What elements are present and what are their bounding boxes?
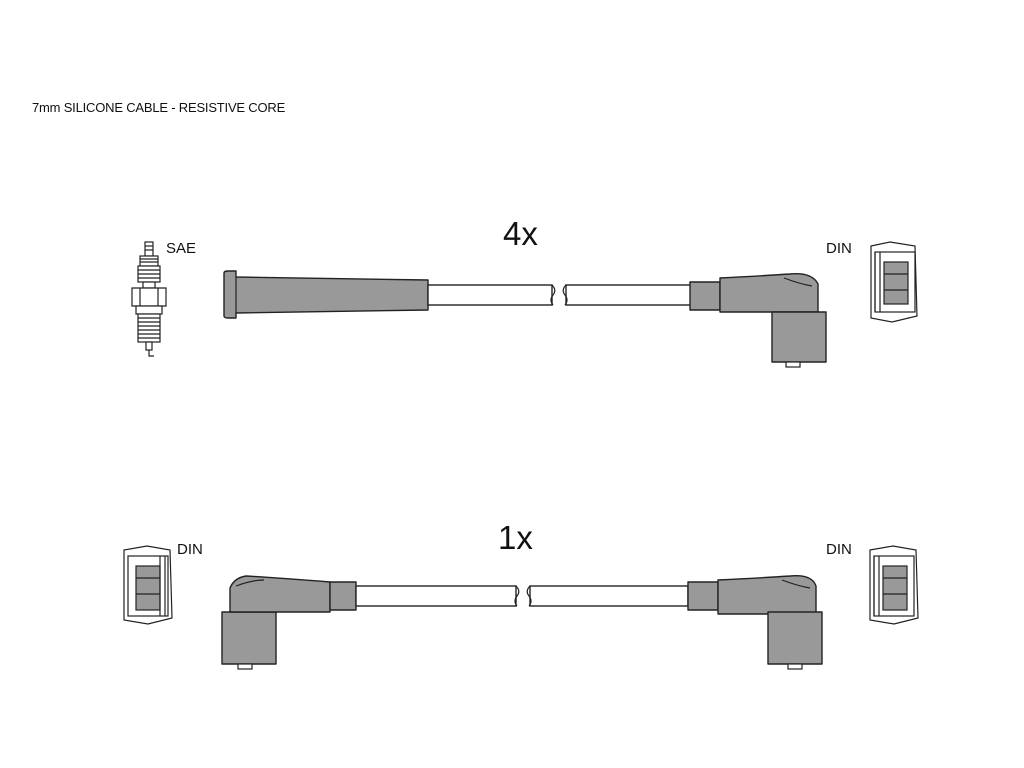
- spark-plug-icon: [131, 241, 167, 357]
- angled-din-boot-top: [689, 273, 827, 368]
- cable-spec-title: 7mm SILICONE CABLE - RESISTIVE CORE: [32, 100, 286, 115]
- terminal-label-din-top-right: DIN: [826, 240, 852, 257]
- terminal-label-sae: SAE: [166, 240, 197, 257]
- din-terminal-icon: [869, 545, 919, 625]
- quantity-label-bottom: 1x: [498, 519, 533, 556]
- din-terminal-icon: [870, 241, 918, 323]
- terminal-label-din-bottom-left: DIN: [177, 541, 203, 558]
- terminal-label-din-bottom-right: DIN: [826, 541, 852, 558]
- straight-plug-boot: [223, 270, 429, 319]
- ignition-cable-bottom: [355, 585, 689, 607]
- din-terminal-icon: [123, 545, 173, 625]
- ignition-cable-top: [427, 284, 692, 306]
- angled-din-boot-bottom-left: [221, 575, 357, 670]
- quantity-label-top: 4x: [503, 215, 538, 252]
- angled-din-boot-bottom-right: [687, 575, 823, 670]
